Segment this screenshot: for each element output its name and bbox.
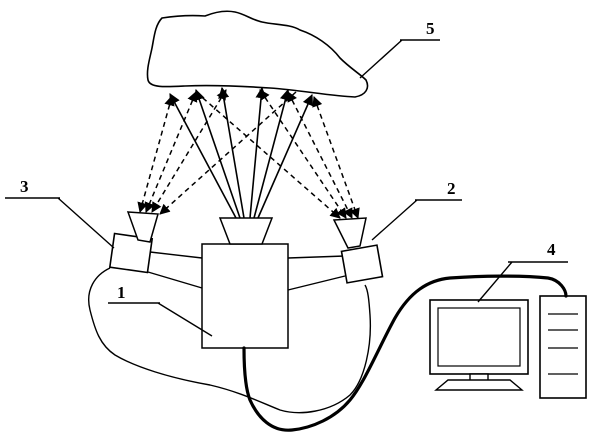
monitor-screen [437,307,521,367]
left-camera-body [108,232,154,274]
label-right-camera: 2 [447,179,456,198]
label-left-camera: 3 [20,177,29,196]
left-camera-lens [126,211,159,243]
leader-lines [5,39,568,337]
data-cable [242,274,568,432]
right-arm [287,255,346,291]
label-computer: 4 [547,240,556,259]
housing-box [201,243,289,349]
monitor-stand [434,373,524,391]
shoe-outline [146,10,369,98]
tower-slots [548,313,578,375]
projector-lens [218,217,274,245]
right-camera-body [340,244,384,284]
left-arm [147,251,203,289]
right-camera-lens [332,217,367,249]
label-housing: 1 [117,283,126,302]
reflection-rays [137,89,360,219]
projection-rays [169,86,314,219]
computer-tower [539,295,587,399]
label-shoe: 5 [426,19,435,38]
